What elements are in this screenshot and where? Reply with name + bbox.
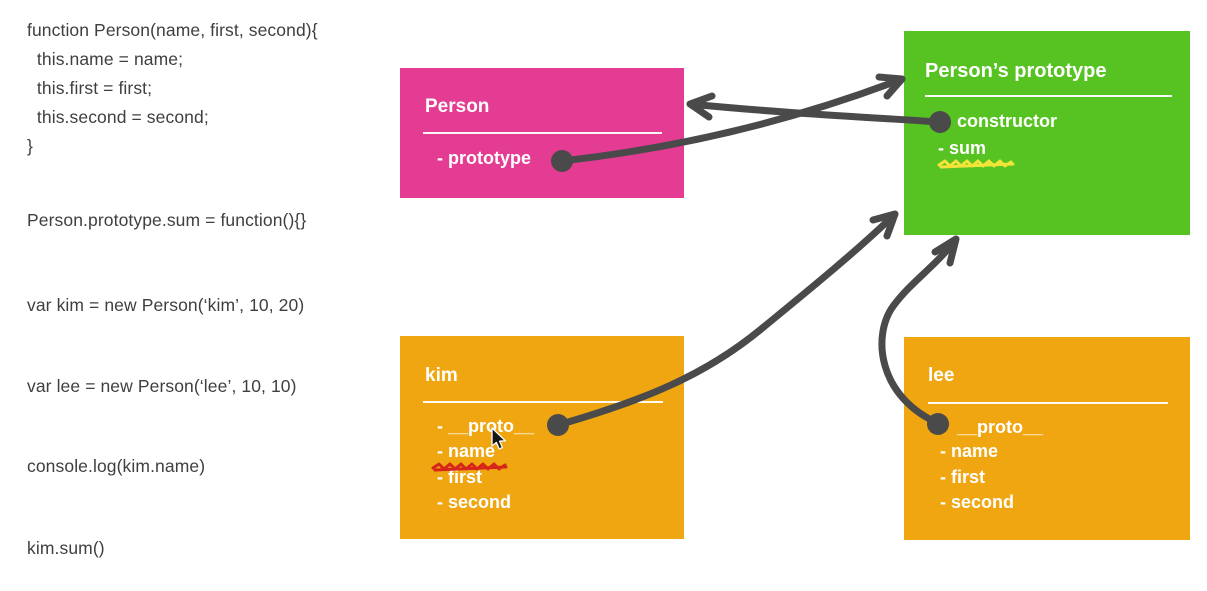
kim-item-first: - first [437,467,482,487]
person-item-prototype: - prototype [437,148,531,168]
code-line-prototype-sum: Person.prototype.sum = function(){} [27,210,307,230]
code-line-var-kim: var kim = new Person(‘kim’, 10, 20) [27,295,305,315]
person-box: Person - prototype [400,68,684,198]
kim-item-proto: - __proto__ [437,416,535,436]
kim-item-second: - second [437,492,512,512]
persons-prototype-box-title: Person’s prototype [925,60,1107,82]
lee-box: lee __proto__ - name - first - second [904,337,1190,540]
kim-box: kim - __proto__ - name - first - second [400,336,684,539]
code-line-kim-sum: kim.sum() [27,538,105,558]
lee-box-divider [928,402,1168,404]
code-line-this-first: this.first = first; [27,78,153,98]
lee-item-first: - first [940,467,985,487]
person-box-title: Person [425,96,490,117]
code-line-var-lee: var lee = new Person(‘lee’, 10, 10) [27,376,297,396]
arrow-constructor-to-person-box [686,92,944,126]
kim-box-title: kim [425,365,458,386]
code-line-closing-brace: } [27,136,33,156]
lee-item-second: - second [940,492,1015,512]
code-line-this-second: this.second = second; [27,107,209,127]
code-line-function-person: function Person(name, first, second){ [27,20,318,40]
kim-box-divider [423,401,663,403]
kim-item-name: - name [437,441,496,461]
lee-box-title: lee [928,365,955,386]
lee-item-proto: __proto__ [957,417,1044,437]
persons-prototype-box: Person’s prototype constructor - sum [904,31,1190,235]
prototype-item-constructor: constructor [957,111,1058,131]
prototype-item-sum: - sum [938,138,987,158]
person-box-divider [423,132,662,134]
persons-prototype-box-divider [925,95,1172,97]
code-line-console-log: console.log(kim.name) [27,456,206,476]
lee-item-name: - name [940,441,999,461]
code-line-this-name: this.name = name; [27,49,184,69]
